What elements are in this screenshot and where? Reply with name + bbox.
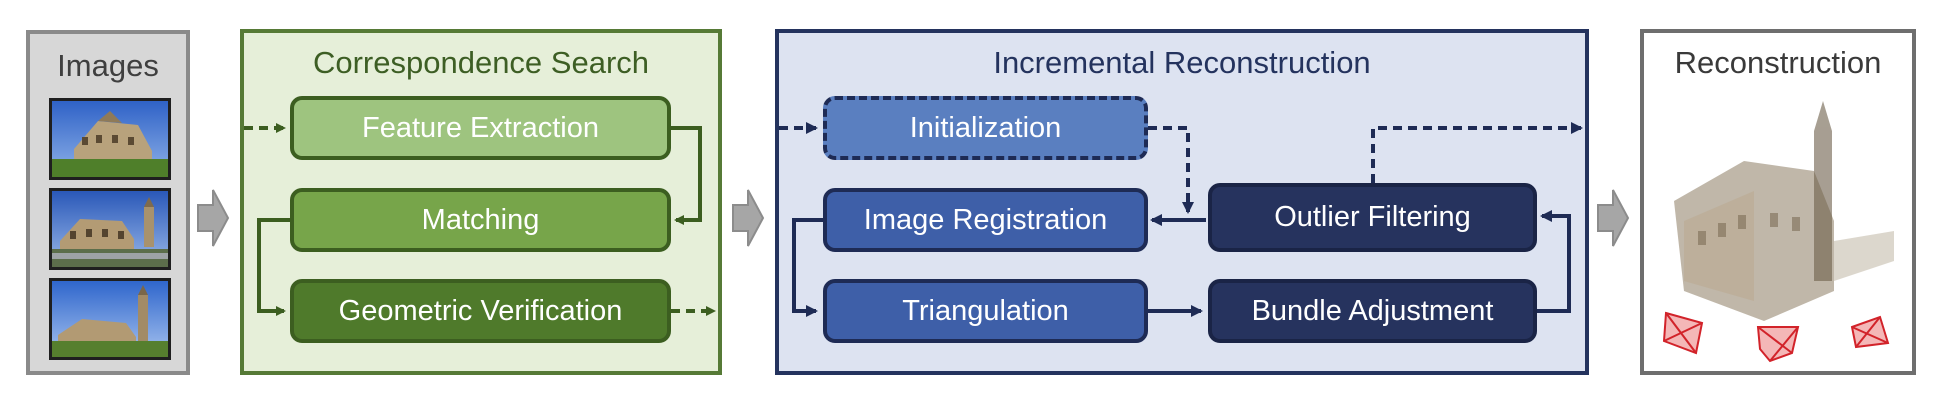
gray-arrow-icon — [1597, 189, 1630, 247]
reconstruction-point-cloud — [1662, 101, 1894, 363]
correspondence-search-title: Correspondence Search — [312, 45, 650, 80]
gray-arrow-icon — [197, 189, 230, 247]
triangulation-node: Triangulation — [823, 279, 1148, 343]
feature-extraction-node: Feature Extraction — [290, 96, 671, 160]
camera-frustum-icon — [1662, 311, 1704, 355]
input-image-2 — [49, 188, 171, 270]
bundle-adjustment-node: Bundle Adjustment — [1208, 279, 1537, 343]
images-panel: Images — [26, 30, 190, 375]
gray-arrow-icon — [732, 189, 765, 247]
outlier-filtering-node: Outlier Filtering — [1208, 183, 1537, 252]
input-image-1 — [49, 98, 171, 180]
image-registration-node: Image Registration — [823, 188, 1148, 252]
camera-frustum-icon — [1850, 315, 1890, 349]
input-image-3 — [49, 278, 171, 360]
matching-node: Matching — [290, 188, 671, 252]
geometric-verification-node: Geometric Verification — [290, 279, 671, 343]
camera-frustum-icon — [1756, 326, 1800, 363]
incremental-reconstruction-title: Incremental Reconstruction — [993, 45, 1371, 80]
initialization-node: Initialization — [823, 96, 1148, 160]
reconstruction-panel: Reconstruction — [1640, 29, 1916, 375]
reconstruction-panel-title: Reconstruction — [1674, 45, 1882, 80]
images-panel-title: Images — [57, 48, 159, 83]
